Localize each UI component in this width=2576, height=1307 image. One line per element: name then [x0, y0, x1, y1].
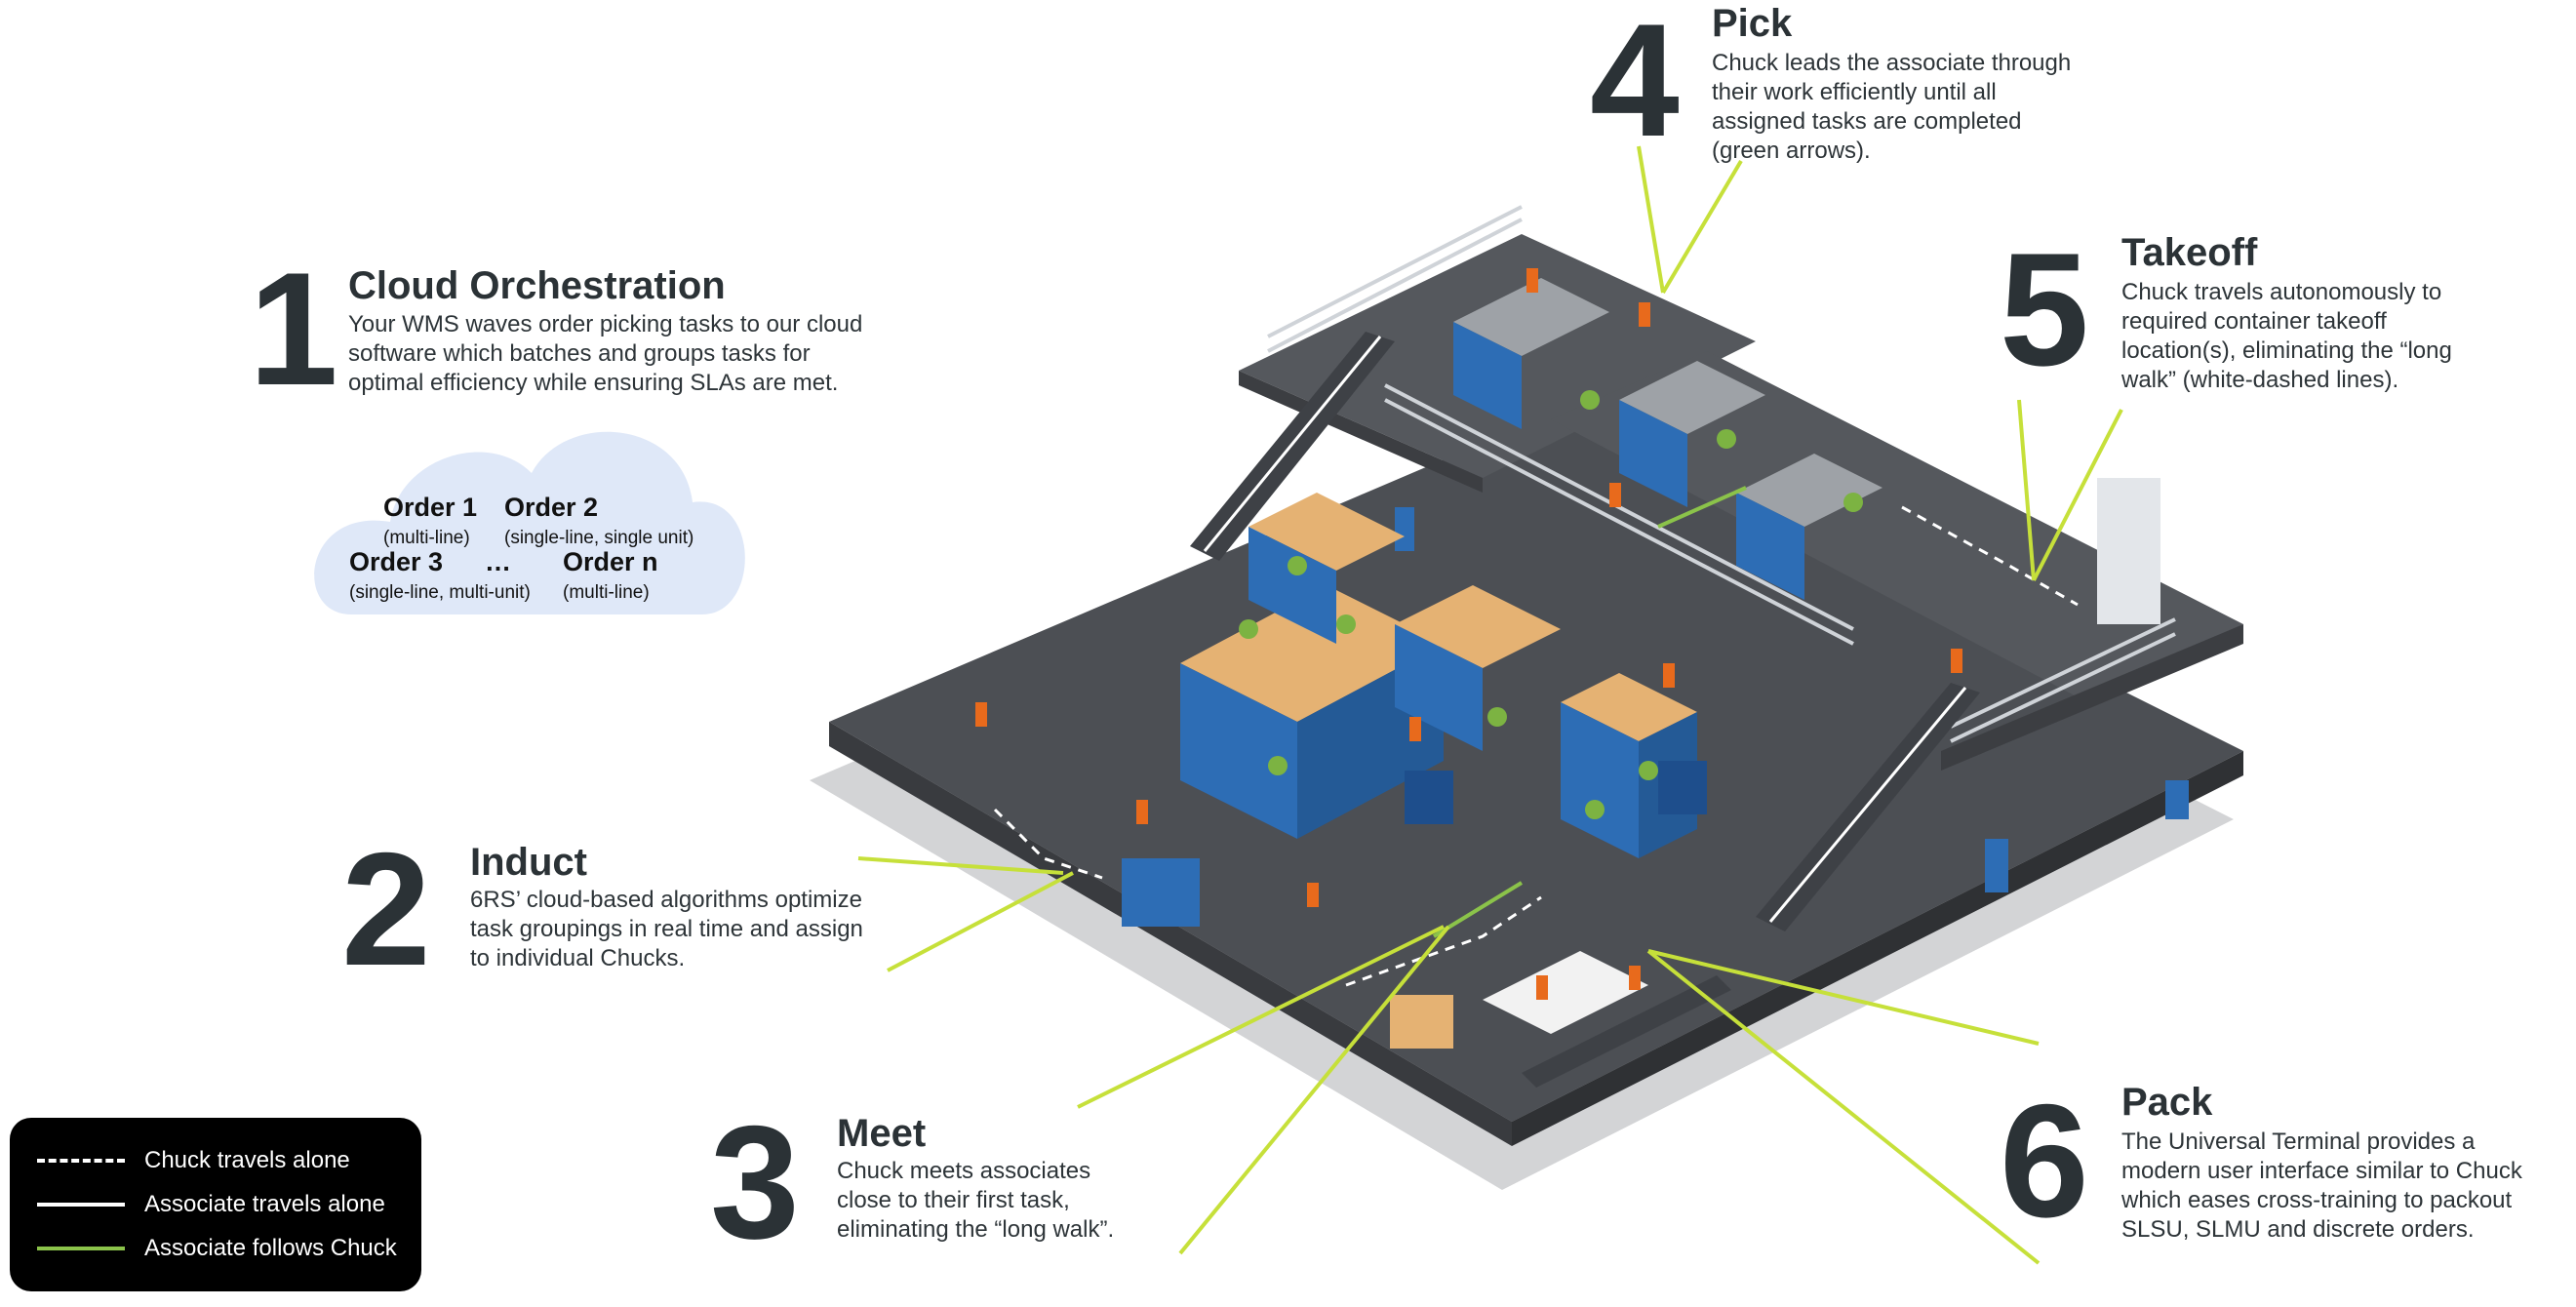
step-6-title: Pack	[2121, 1081, 2213, 1124]
conveyors	[1190, 332, 1980, 1088]
legend-line-dashed-white	[37, 1159, 125, 1163]
step-1-desc: Your WMS waves order picking tasks to ou…	[348, 310, 953, 398]
shelving-racks	[1180, 278, 1882, 858]
step-2-desc: 6RS’ cloud-based algorithms optimize tas…	[470, 886, 938, 973]
step-3-line-2: close to their first task,	[837, 1187, 1070, 1213]
screen-right	[1658, 761, 1707, 814]
step-4-line-3: assigned tasks are completed	[1712, 108, 2022, 135]
legend: Chuck travels alone Associate travels al…	[10, 1118, 421, 1291]
order-3-sub: (single-line, multi-unit)	[349, 582, 531, 603]
step-1-line-3: optimal efficiency while ensuring SLAs a…	[348, 370, 839, 396]
step-1-line-2: software which batches and groups tasks …	[348, 340, 811, 367]
step-3-line-3: eliminating the “long walk”.	[837, 1216, 1115, 1243]
order-n: Order n	[563, 547, 658, 576]
cloud-orders: Order 1 (multi-line) Order 2 (single-lin…	[346, 493, 736, 610]
screen-left	[1405, 771, 1453, 824]
step-5-line-3: location(s), eliminating the “long	[2121, 337, 2452, 364]
step-6-line-2: modern user interface similar to Chuck	[2121, 1158, 2522, 1184]
legend-row-associate-follows: Associate follows Chuck	[37, 1234, 397, 1263]
step-5-title: Takeoff	[2121, 231, 2258, 274]
step-3-number: 3	[710, 1092, 800, 1272]
legend-row-associate-alone: Associate travels alone	[37, 1190, 385, 1219]
step-5-line-1: Chuck travels autonomously to	[2121, 279, 2442, 305]
step-5-number: 5	[2000, 219, 2089, 399]
order-2: Order 2	[504, 493, 599, 522]
legend-label-associate-alone: Associate travels alone	[144, 1191, 385, 1217]
step-3-title: Meet	[837, 1112, 927, 1155]
order-n-sub: (multi-line)	[563, 582, 650, 603]
legend-label-associate-follows: Associate follows Chuck	[144, 1235, 397, 1261]
step-4-desc: Chuck leads the associate through their …	[1712, 49, 2141, 166]
location-pins	[1239, 390, 1863, 819]
step-1-number: 1	[249, 239, 338, 418]
step-2-title: Induct	[470, 841, 587, 884]
step-1-title: Cloud Orchestration	[348, 264, 726, 307]
ellipsis: …	[485, 547, 511, 576]
main-floor-edge	[829, 722, 1512, 1146]
step-2-line-3: to individual Chucks.	[470, 945, 686, 971]
pillars	[1395, 507, 2189, 892]
step-5-line-4: walk” (white-dashed lines).	[2121, 367, 2399, 393]
main-floor-edge-right	[1512, 751, 2243, 1146]
mezzanine-right-edge	[1941, 624, 2243, 771]
step-4-line-2: their work efficiently until all	[1712, 79, 1997, 105]
packing-station	[1483, 951, 1648, 1034]
legend-line-solid-green	[37, 1247, 125, 1250]
step-4-line-4: (green arrows).	[1712, 138, 1871, 164]
step-5-line-2: required container takeoff	[2121, 308, 2387, 335]
terminal-tower	[2097, 478, 2160, 624]
order-3: Order 3	[349, 547, 444, 576]
step-6-line-3: which eases cross-training to packout	[2121, 1187, 2513, 1213]
step-6-line-1: The Universal Terminal provides a	[2121, 1129, 2476, 1155]
legend-label-chuck-alone: Chuck travels alone	[144, 1147, 350, 1173]
mezzanine-upper-edge	[1239, 371, 1483, 493]
step-2-line-1: 6RS’ cloud-based algorithms optimize	[470, 887, 862, 913]
legend-row-chuck-alone: Chuck travels alone	[37, 1146, 350, 1175]
order-1: Order 1	[383, 493, 478, 522]
step-4-number: 4	[1590, 0, 1680, 170]
step-6-line-4: SLSU, SLMU and discrete orders.	[2121, 1216, 2475, 1243]
step-3-line-1: Chuck meets associates	[837, 1158, 1091, 1184]
step-4-title: Pick	[1712, 2, 1793, 45]
associates	[975, 268, 1962, 1000]
legend-line-solid-white	[37, 1203, 125, 1207]
path-lines	[993, 486, 2079, 987]
step-5-desc: Chuck travels autonomously to required c…	[2121, 278, 2531, 395]
step-6-number: 6	[2000, 1071, 2089, 1250]
order-1-sub: (multi-line)	[383, 528, 470, 548]
step-6-desc: The Universal Terminal provides a modern…	[2121, 1128, 2576, 1245]
step-3-desc: Chuck meets associates close to their fi…	[837, 1157, 1188, 1245]
step-4-line-1: Chuck leads the associate through	[1712, 50, 2072, 76]
step-2-line-2: task groupings in real time and assign	[470, 916, 863, 942]
step-1-line-1: Your WMS waves order picking tasks to ou…	[348, 311, 863, 337]
order-2-sub: (single-line, single unit)	[504, 528, 694, 548]
cloud-shape	[314, 431, 745, 614]
box-stack	[1390, 995, 1453, 1049]
step-2-number: 2	[341, 819, 431, 999]
railings	[1267, 205, 2176, 743]
callout-lines	[857, 145, 2123, 1265]
tote-stack	[1122, 858, 1200, 927]
